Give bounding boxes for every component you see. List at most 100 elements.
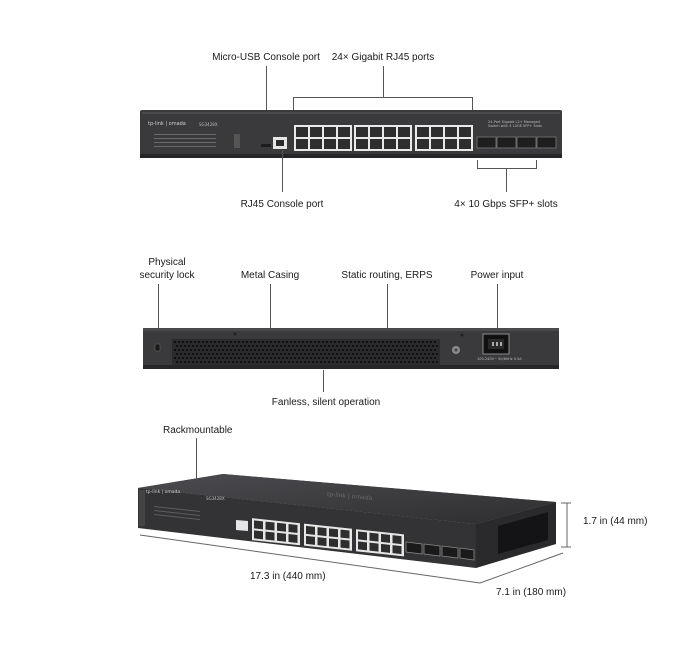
vent-hole: [176, 361, 178, 363]
vent-hole: [286, 341, 288, 343]
vent-hole: [222, 357, 224, 359]
vent-hole: [190, 341, 192, 343]
vent-hole: [326, 341, 328, 343]
vent-hole: [392, 361, 394, 363]
vent-hole: [378, 341, 380, 343]
vent-hole: [386, 349, 388, 351]
vent-hole: [278, 357, 280, 359]
vent-hole: [248, 345, 250, 347]
vent-hole: [302, 349, 304, 351]
rj45-port: [392, 535, 402, 545]
vent-hole: [342, 341, 344, 343]
vent-hole: [376, 361, 378, 363]
vent-hole: [436, 345, 438, 347]
vent-hole: [212, 345, 214, 347]
vent-hole: [436, 353, 438, 355]
vent-hole: [436, 361, 438, 363]
vent-hole: [244, 345, 246, 347]
vent-hole: [328, 345, 330, 347]
leader-sfp: [506, 168, 507, 192]
vent-hole: [216, 345, 218, 347]
vent-hole: [186, 357, 188, 359]
rj45-port: [329, 538, 338, 548]
vent-hole: [204, 361, 206, 363]
vent-hole: [264, 361, 266, 363]
vent-hole: [182, 357, 184, 359]
rj45-port: [338, 127, 350, 137]
vent-hole: [318, 357, 320, 359]
vent-hole: [372, 361, 374, 363]
vent-hole: [428, 353, 430, 355]
vent-hole: [276, 345, 278, 347]
vent-hole: [184, 361, 186, 363]
vent-hole: [416, 353, 418, 355]
vent-hole: [420, 345, 422, 347]
vent-hole: [366, 349, 368, 351]
vent-hole: [384, 361, 386, 363]
vent-hole: [410, 349, 412, 351]
vent-hole: [180, 345, 182, 347]
vent-hole: [324, 345, 326, 347]
rj45-port: [384, 127, 396, 137]
dimension-depth: 7.1 in (180 mm): [496, 587, 567, 598]
vent-hole: [210, 341, 212, 343]
vent-hole: [286, 357, 288, 359]
vent-hole: [256, 361, 258, 363]
rj45-port: [317, 527, 327, 537]
leader-rackmountable: [196, 438, 197, 482]
vent-hole: [200, 361, 202, 363]
rj45-port-group: [356, 529, 404, 557]
vent-hole: [264, 353, 266, 355]
vent-hole: [408, 345, 410, 347]
vent-hole: [232, 353, 234, 355]
vent-hole: [280, 345, 282, 347]
vent-hole: [426, 349, 428, 351]
vent-hole: [248, 361, 250, 363]
vent-hole: [304, 345, 306, 347]
vent-hole: [400, 345, 402, 347]
vent-hole: [408, 353, 410, 355]
vent-hole: [418, 357, 420, 359]
vent-hole: [374, 357, 376, 359]
rj45-port: [254, 520, 263, 530]
vent-hole: [406, 357, 408, 359]
vent-hole: [272, 353, 274, 355]
vent-hole: [360, 345, 362, 347]
vent-hole: [318, 349, 320, 351]
rj45-port: [329, 528, 338, 538]
rj45-port: [358, 541, 367, 551]
vent-hole: [372, 345, 374, 347]
vent-hole: [278, 349, 280, 351]
rj45-port: [392, 545, 402, 555]
vent-hole: [174, 357, 176, 359]
vent-hole: [358, 341, 360, 343]
vent-hole: [192, 361, 194, 363]
vent-hole: [402, 357, 404, 359]
vent-hole: [284, 361, 286, 363]
perspective-model: SG3428X: [206, 496, 225, 501]
vent-hole: [228, 361, 230, 363]
vent-hole: [428, 345, 430, 347]
vent-hole: [258, 349, 260, 351]
vent-hole: [254, 349, 256, 351]
vent-hole: [252, 345, 254, 347]
vent-hole: [180, 361, 182, 363]
vent-hole: [408, 361, 410, 363]
vent-hole: [312, 361, 314, 363]
vent-hole: [276, 361, 278, 363]
vent-hole: [378, 357, 380, 359]
vent-hole: [432, 353, 434, 355]
vent-hole: [348, 345, 350, 347]
vent-hole: [298, 341, 300, 343]
vent-hole: [338, 357, 340, 359]
vent-hole: [314, 341, 316, 343]
vent-hole: [434, 341, 436, 343]
rj45-port: [381, 543, 390, 553]
vent-hole: [306, 349, 308, 351]
vent-hole: [212, 353, 214, 355]
vent-hole: [186, 341, 188, 343]
rj45-port: [417, 127, 429, 137]
vent-hole: [296, 353, 298, 355]
vent-hole: [250, 349, 252, 351]
vent-hole: [256, 353, 258, 355]
